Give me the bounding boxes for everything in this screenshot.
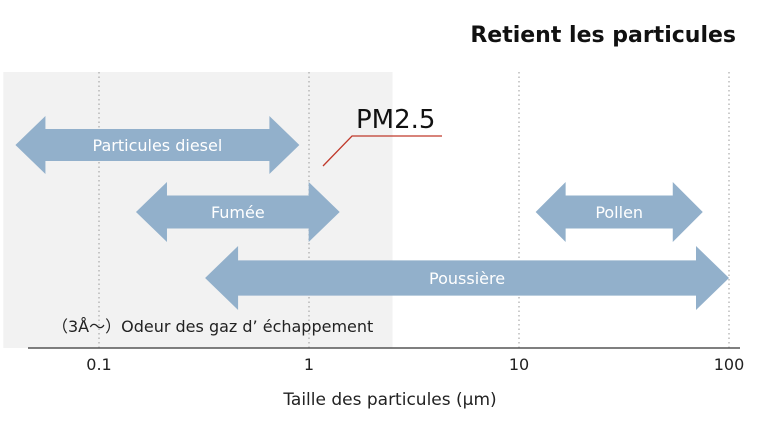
- arrow-shape: [205, 246, 730, 310]
- title: Retient les particules: [470, 23, 736, 48]
- pm25-callout-line: [322, 135, 442, 167]
- arrow-shape: [15, 116, 300, 174]
- x-tick-label: 1: [304, 355, 314, 374]
- range-arrow-pollen: Pollen: [535, 182, 703, 242]
- range-label: Fumée: [211, 203, 265, 222]
- range-label: Particules diesel: [93, 136, 223, 155]
- exhaust-odor-note: （3Å～）Odeur des gaz d’ échappement: [52, 317, 373, 336]
- gridlines: [98, 72, 730, 348]
- range-arrow-fumee: Fumée: [135, 182, 340, 242]
- x-tick-label: 100: [714, 355, 745, 374]
- x-axis-label: Taille des particules (μm): [282, 390, 496, 410]
- range-arrow-particules-diesel: Particules diesel: [15, 116, 300, 174]
- range-arrow-poussiere: Poussière: [205, 246, 730, 310]
- range-label: Pollen: [595, 203, 643, 222]
- range-label: Poussière: [429, 269, 505, 288]
- arrow-shape: [535, 182, 703, 242]
- x-tick-label: 10: [509, 355, 529, 374]
- pm25-label: PM2.5: [356, 105, 435, 135]
- arrow-shape: [135, 182, 340, 242]
- x-tick-label: 0.1: [86, 355, 111, 374]
